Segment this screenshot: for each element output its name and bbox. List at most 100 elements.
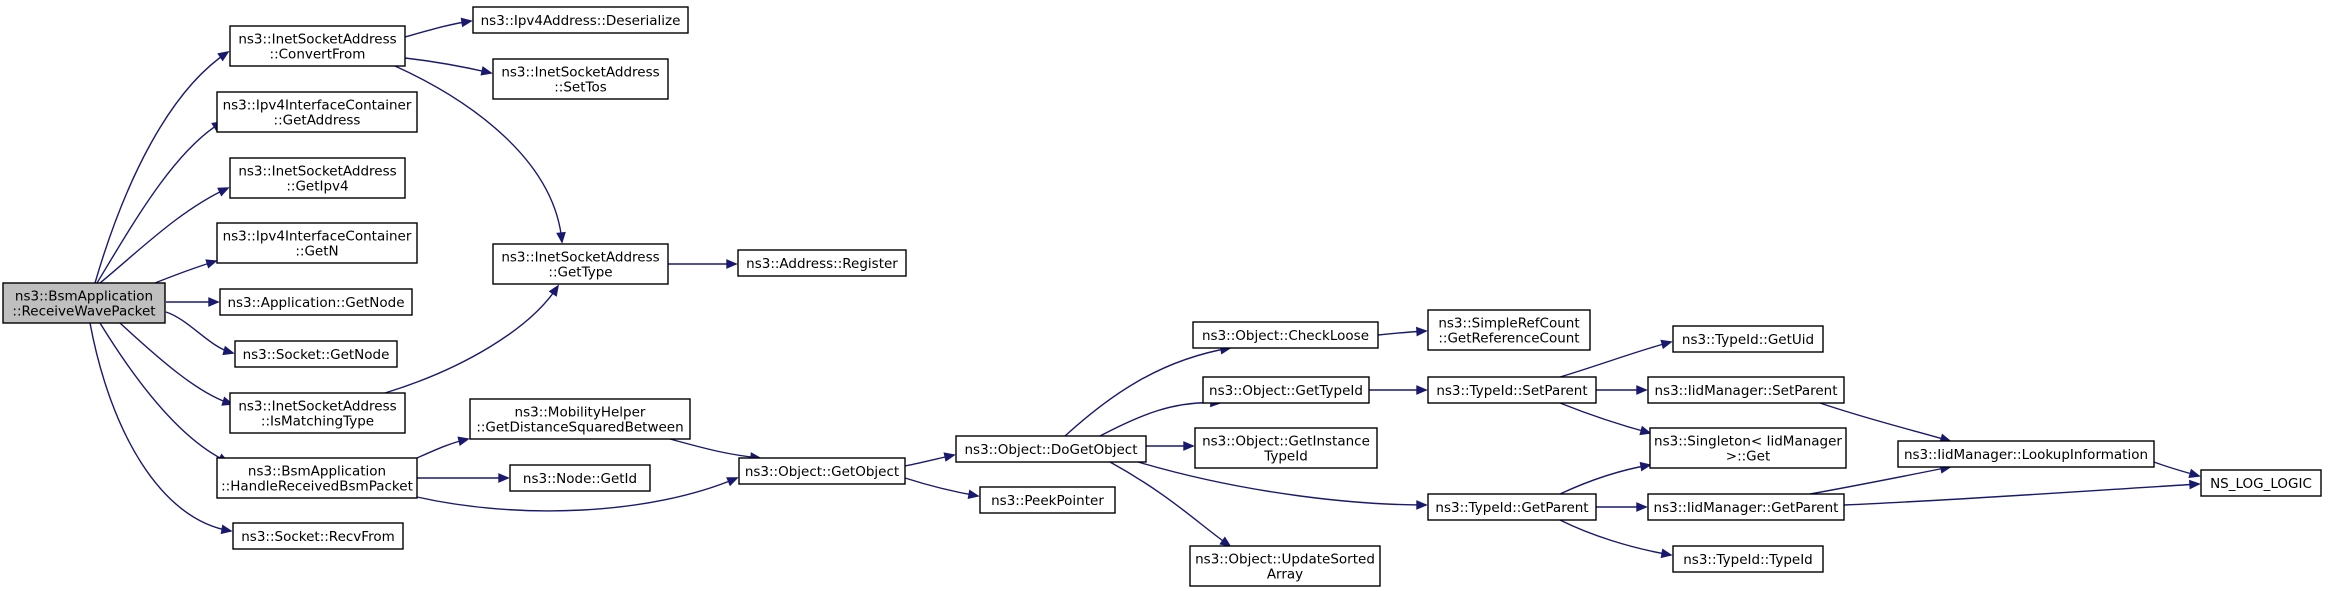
node-ns-log-logic[interactable]: NS_LOG_LOGIC (2200, 469, 2322, 497)
node-typeid-getuid[interactable]: ns3::TypeId::GetUid (1672, 325, 1824, 353)
node-label-line: ns3::TypeId::TypeId (1683, 552, 1813, 568)
node-peekpointer[interactable]: ns3::PeekPointer (979, 486, 1116, 514)
node-label-line: ns3::TypeId::GetParent (1435, 500, 1588, 516)
edge-inet-gettype-to-address-register (668, 259, 738, 269)
edge-root-to-socket-getnode (165, 311, 235, 356)
node-label-line: ns3::TypeId::GetUid (1682, 332, 1814, 348)
edge-typeid-setparent-to-singleton-get (1559, 402, 1652, 436)
node-label-line: ns3::IidManager::LookupInformation (1904, 447, 2148, 463)
node-object-getobject[interactable]: ns3::Object::GetObject (738, 457, 906, 485)
node-address-register[interactable]: ns3::Address::Register (737, 249, 907, 277)
edge-iidmanager-getparent-to-ns-log-logic (1843, 479, 2201, 506)
node-label-line: ns3::BsmApplication (248, 464, 386, 480)
node-iidmanager-setparent[interactable]: ns3::IidManager::SetParent (1647, 376, 1845, 404)
node-mobility-getdist[interactable]: ns3::MobilityHelper::GetDistanceSquaredB… (469, 398, 691, 440)
node-ipv4cont-getn[interactable]: ns3::Ipv4InterfaceContainer::GetN (216, 222, 418, 264)
node-label-line: ns3::InetSocketAddress (501, 250, 659, 266)
node-label-line: ns3::Object::GetObject (745, 464, 899, 480)
edge-object-dogetobject-to-typeid-getparent (1137, 461, 1428, 510)
node-label-line: ns3::Application::GetNode (227, 295, 404, 311)
node-inet-settos[interactable]: ns3::InetSocketAddress::SetTos (492, 58, 669, 100)
node-app-getnode[interactable]: ns3::Application::GetNode (219, 288, 413, 316)
node-label-line: ns3::InetSocketAddress (238, 164, 396, 180)
edge-typeid-getparent-to-iidmanager-getparent (1596, 502, 1648, 512)
edge-handlereceived-to-mobility-getdist (416, 436, 470, 459)
node-label-line: ::ReceiveWavePacket (12, 304, 155, 320)
node-label-line: ::HandleReceivedBsmPacket (221, 479, 413, 495)
node-simplerefcount[interactable]: ns3::SimpleRefCount::GetReferenceCount (1427, 309, 1591, 351)
node-label-line: ns3::Object::GetInstance (1202, 434, 1370, 450)
edge-iidmanager-getparent-to-iidmanager-lookupinfo (1809, 464, 1952, 495)
node-label-line: NS_LOG_LOGIC (2210, 476, 2312, 492)
node-label-line: ns3::Address::Register (746, 256, 898, 272)
edge-inet-ismatchingtype-to-inet-gettype (384, 284, 559, 394)
node-label-line: ns3::IidManager::GetParent (1654, 500, 1839, 516)
node-object-checkloose[interactable]: ns3::Object::CheckLoose (1192, 321, 1379, 349)
node-typeid-getparent[interactable]: ns3::TypeId::GetParent (1427, 493, 1597, 521)
node-label-line: ::GetAddress (274, 113, 361, 129)
edge-object-checkloose-to-simplerefcount (1377, 326, 1428, 337)
node-socket-recvfrom[interactable]: ns3::Socket::RecvFrom (232, 522, 404, 550)
node-typeid-setparent[interactable]: ns3::TypeId::SetParent (1427, 376, 1597, 404)
node-typeid-typeid[interactable]: ns3::TypeId::TypeId (1672, 545, 1824, 573)
node-label-line: ns3::Object::CheckLoose (1202, 328, 1369, 344)
edge-object-getobject-to-peekpointer (904, 477, 980, 500)
edge-convertfrom-to-inet-settos (404, 57, 493, 76)
node-singleton-get[interactable]: ns3::Singleton< IidManager >::Get (1649, 427, 1847, 469)
node-label-line: ns3::TypeId::SetParent (1436, 383, 1587, 399)
node-object-gettypeid[interactable]: ns3::Object::GetTypeId (1202, 376, 1370, 404)
node-label-line: ns3::InetSocketAddress (501, 65, 659, 81)
edge-typeid-getparent-to-typeid-typeid (1559, 519, 1673, 559)
node-inet-getipv4[interactable]: ns3::InetSocketAddress::GetIpv4 (229, 157, 406, 199)
edge-handlereceived-to-object-getobject (416, 477, 739, 512)
node-convertfrom[interactable]: ns3::InetSocketAddress::ConvertFrom (229, 25, 406, 67)
node-object-dogetobject[interactable]: ns3::Object::DoGetObject (955, 435, 1147, 463)
edges-layer (89, 17, 2201, 559)
node-label-line: ns3::Singleton< IidManager (1654, 434, 1842, 450)
node-label-line: Array (1267, 567, 1303, 583)
node-label-line: >::Get (1726, 449, 1770, 465)
edge-convertfrom-to-inet-gettype (394, 65, 566, 244)
node-node-getid[interactable]: ns3::Node::GetId (509, 464, 651, 492)
node-handlereceived[interactable]: ns3::BsmApplication::HandleReceivedBsmPa… (216, 457, 418, 499)
node-label-line: ns3::PeekPointer (991, 493, 1104, 509)
node-inet-gettype[interactable]: ns3::InetSocketAddress::GetType (492, 243, 669, 285)
edge-root-to-inet-getipv4 (99, 187, 230, 284)
node-socket-getnode[interactable]: ns3::Socket::GetNode (234, 340, 398, 368)
node-label-line: ns3::Object::GetTypeId (1209, 383, 1363, 399)
edge-object-gettypeid-to-typeid-setparent (1369, 385, 1428, 395)
node-label-line: ns3::InetSocketAddress (238, 32, 396, 48)
node-ipv4addr-deserialize[interactable]: ns3::Ipv4Address::Deserialize (472, 6, 689, 34)
edge-iidmanager-lookupinfo-to-ns-log-logic (2153, 461, 2201, 479)
node-label-line: TypeId (1263, 449, 1308, 465)
edge-root-to-convertfrom (94, 50, 230, 284)
node-label-line: ns3::Ipv4InterfaceContainer (223, 98, 412, 114)
node-label-line: ns3::Socket::RecvFrom (241, 529, 395, 545)
edge-typeid-setparent-to-typeid-getuid (1559, 339, 1673, 378)
node-label-line: ns3::IidManager::SetParent (1655, 383, 1838, 399)
node-inet-ismatchingtype[interactable]: ns3::InetSocketAddress::IsMatchingType (229, 392, 406, 434)
edge-object-getobject-to-object-dogetobject (904, 452, 956, 467)
node-label-line: ns3::SimpleRefCount (1438, 316, 1579, 332)
node-label-line: ::IsMatchingType (261, 414, 374, 430)
edge-handlereceived-to-node-getid (417, 473, 510, 483)
edge-typeid-setparent-to-iidmanager-setparent (1596, 385, 1648, 395)
node-iidmanager-lookupinfo[interactable]: ns3::IidManager::LookupInformation (1897, 440, 2155, 468)
edge-root-to-handlereceived (99, 322, 230, 463)
node-label-line: ns3::InetSocketAddress (238, 399, 396, 415)
edge-root-to-inet-ismatchingtype (119, 322, 234, 406)
node-label-line: ::ConvertFrom (270, 47, 366, 63)
edge-convertfrom-to-ipv4addr-deserialize (404, 17, 473, 38)
edge-root-to-ipv4cont-getaddress (96, 121, 224, 284)
nodes-layer: ns3::BsmApplication::ReceiveWavePacketns… (2, 6, 2322, 587)
node-label-line: ::GetReferenceCount (1438, 331, 1579, 347)
node-iidmanager-getparent[interactable]: ns3::IidManager::GetParent (1647, 493, 1845, 521)
node-ipv4cont-getaddress[interactable]: ns3::Ipv4InterfaceContainer::GetAddress (216, 91, 418, 133)
node-label-line: ns3::Ipv4InterfaceContainer (223, 229, 412, 245)
node-root[interactable]: ns3::BsmApplication::ReceiveWavePacket (2, 282, 166, 324)
edge-root-to-app-getnode (166, 297, 220, 307)
node-label-line: ::GetType (548, 265, 612, 281)
